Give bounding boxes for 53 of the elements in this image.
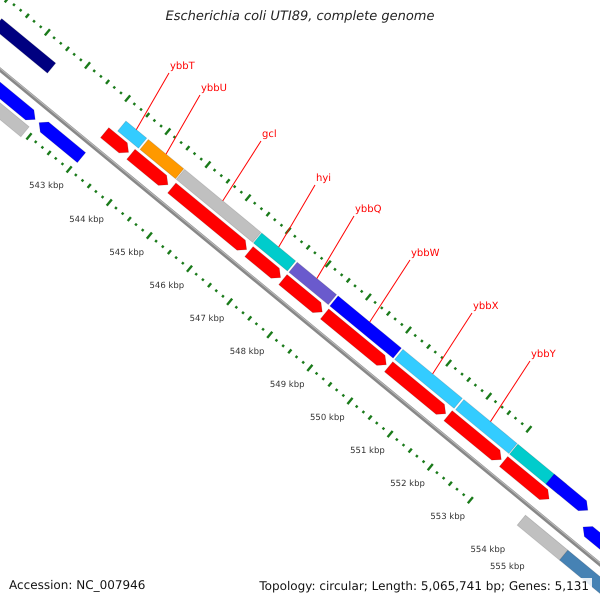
gene-label: ybbT [170, 61, 195, 72]
gene-segment [176, 168, 262, 243]
gene-segment [288, 262, 338, 306]
gene-label: ybbQ [355, 204, 382, 215]
gene-segment [252, 232, 296, 272]
leader-line [432, 312, 472, 374]
scale-label: 549 kbp [270, 380, 305, 390]
gene-label: ybbY [531, 349, 556, 360]
leader-line [166, 94, 200, 155]
scale-label: 555 kbp [490, 562, 525, 572]
scale-label: 544 kbp [69, 214, 104, 224]
gene-label: hyi [316, 173, 332, 184]
gene-segment [320, 308, 387, 366]
gene-label: gcl [262, 129, 277, 140]
accession-text: Accession: NC_007946 [9, 578, 146, 592]
leader-line [222, 140, 262, 202]
gene-segment [455, 399, 518, 454]
gene-label: ybbU [201, 83, 227, 94]
gene-label: ybbW [411, 248, 440, 259]
gene-segment [139, 138, 184, 180]
gene-segment [545, 473, 588, 512]
gene-segment [394, 348, 463, 409]
map-title: Escherichia coli UTI89, complete genome [164, 9, 436, 24]
gene-segment [244, 246, 282, 279]
gene-segment [100, 127, 130, 154]
scale-label: 551 kbp [350, 446, 385, 456]
leader-line [316, 216, 354, 279]
gene-label: ybbX [473, 301, 498, 312]
gene-segment [498, 456, 550, 500]
scale-label: 546 kbp [150, 280, 184, 291]
gene-segment [0, 18, 56, 74]
scale-label: 543 kbp [29, 181, 64, 192]
gene-segment [384, 361, 446, 415]
gene-segment [167, 182, 248, 251]
gene-segment [443, 410, 502, 461]
scale-label: 553 kbp [430, 512, 466, 522]
scale-label: 550 kbp [310, 412, 345, 423]
gene-segment [117, 120, 148, 149]
leader-line [278, 184, 316, 248]
genome-summary: Topology: circular; Length: 5,065,741 bp; Genes: 5,131 [256, 578, 592, 594]
scale-label: 547 kbp [190, 314, 224, 324]
gene-segment [278, 274, 323, 313]
leader-line [490, 360, 530, 422]
gene-segment [126, 148, 168, 186]
leader-line [136, 72, 170, 130]
scale-label: 548 kbp [230, 346, 264, 357]
gene-segment [38, 122, 86, 164]
gene-segment [516, 514, 568, 561]
gene-segment [329, 295, 402, 359]
leader-line [369, 260, 410, 322]
scale-label: 554 kbp [470, 545, 506, 556]
scale-label: 552 kbp [390, 479, 425, 490]
scale-label: 545 kbp [109, 248, 144, 258]
